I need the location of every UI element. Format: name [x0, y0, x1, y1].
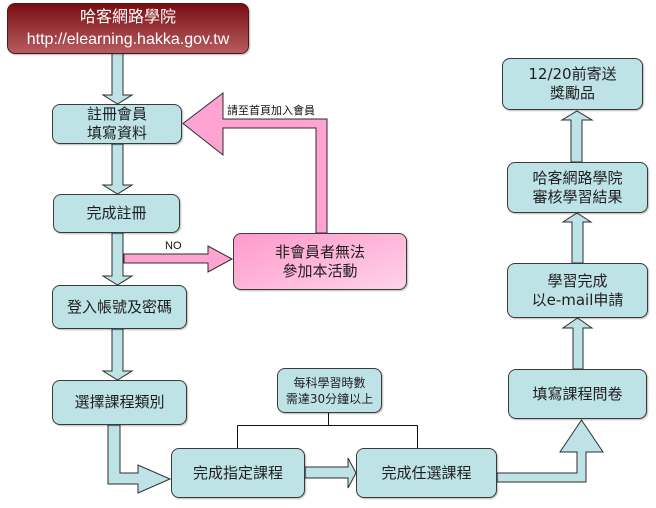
non-member-text: 參加本活動	[282, 261, 358, 280]
step-text: 登入帳號及密碼	[66, 297, 172, 316]
step-register-box: 註冊會員 填寫資料	[52, 104, 182, 144]
site-name: 哈客網路學院	[79, 8, 176, 26]
arrow-review-to-prize	[560, 110, 594, 163]
step-text: 完成任選課程	[381, 463, 472, 482]
arrow-no-to-nonmember	[123, 245, 234, 273]
site-title-box: 哈客網路學院 http://elearning.hakka.gov.tw	[7, 3, 249, 54]
step-text: 完成指定課程	[192, 463, 283, 482]
step-text: 選擇課程類別	[74, 393, 165, 411]
arrow-login-to-category	[101, 328, 134, 381]
step-elective-course-box: 完成任選課程	[356, 448, 497, 498]
step-text: 獎勵品	[549, 84, 595, 102]
note-bracket	[237, 413, 418, 448]
no-label: NO	[165, 240, 182, 252]
join-hint-label: 請至首頁加入會員	[227, 104, 315, 117]
step-text: 完成註冊	[86, 204, 147, 222]
step-login-box: 登入帳號及密碼	[52, 285, 187, 329]
step-review-box: 哈客網路學院 審核學習結果	[507, 162, 648, 213]
non-member-box: 非會員者無法 參加本活動	[233, 233, 407, 290]
study-time-note-box: 每科學習時數 需達30分鐘以上	[277, 368, 382, 413]
step-text: 12/20前寄送	[528, 65, 617, 83]
non-member-text: 非會員者無法	[274, 242, 365, 261]
arrow-survey-to-apply	[561, 317, 594, 370]
step-survey-box: 填寫課程問卷	[508, 369, 647, 419]
site-url: http://elearning.hakka.gov.tw	[26, 30, 230, 48]
step-prize-box: 12/20前寄送 獎勵品	[502, 58, 643, 110]
arrow-category-to-required	[107, 424, 172, 494]
arrow-register-to-done	[101, 143, 134, 195]
arrow-apply-to-review	[561, 212, 593, 264]
step-text: 註冊會員	[86, 105, 147, 123]
step-text: 填寫資料	[86, 124, 147, 142]
step-apply-box: 學習完成 以e-mail申請	[507, 263, 648, 318]
arrow-required-to-elective	[304, 457, 357, 489]
arrow-done-to-login	[101, 232, 134, 286]
step-text: 審核學習結果	[532, 187, 623, 206]
note-text: 每科學習時數	[293, 375, 366, 390]
arrow-title-to-register	[101, 52, 134, 105]
step-text: 以e-mail申請	[531, 290, 624, 309]
note-text: 需達30分鐘以上	[285, 391, 374, 406]
arrow-nonmember-to-register	[182, 91, 328, 234]
step-category-box: 選擇課程類別	[52, 380, 187, 425]
arrow-elective-to-survey	[496, 419, 604, 483]
step-done-register-box: 完成註冊	[53, 194, 180, 233]
step-text: 哈客網路學院	[532, 168, 623, 187]
step-text: 填寫課程問卷	[532, 384, 623, 403]
step-text: 學習完成	[547, 271, 608, 290]
step-required-course-box: 完成指定課程	[171, 448, 305, 498]
